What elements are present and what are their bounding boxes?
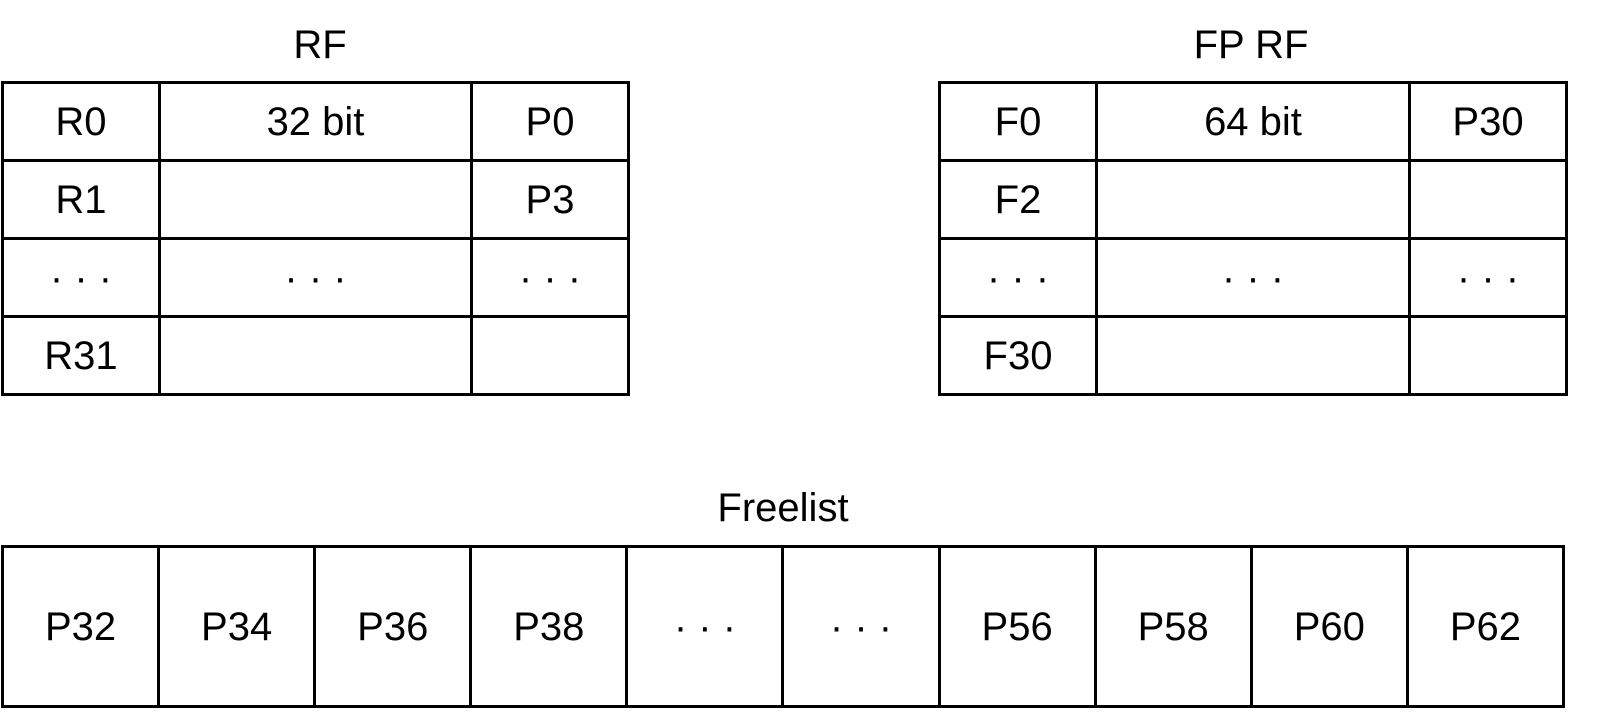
fp-rf-register-value (1095, 159, 1411, 240)
rf-physical-tag: · · · (470, 237, 630, 318)
freelist-entry: · · · (781, 545, 941, 708)
fp-rf-register-value: · · · (1095, 237, 1411, 318)
rf-register-value: 32 bit (158, 81, 473, 162)
freelist-entry: P34 (157, 545, 317, 708)
fp-rf-register-name: · · · (938, 237, 1098, 318)
fp-rf-register-name: F30 (938, 315, 1098, 396)
fp-rf-physical-tag (1408, 315, 1568, 396)
fp-rf-register-name: F0 (938, 81, 1098, 162)
freelist-table: P32 P34 P36 P38 · · · · · · P56 P58 P60 … (0, 545, 1566, 708)
rf-physical-tag: P3 (470, 159, 630, 240)
freelist-entry: P60 (1249, 545, 1409, 708)
freelist-entry: P32 (0, 545, 161, 708)
rf-register-name: R0 (1, 81, 161, 162)
fp-rf-table: F0 64 bit P30 F2 · · · · · · · · · F30 (938, 81, 1568, 396)
rf-register-value: · · · (158, 237, 473, 318)
rf-row: R0 32 bit P0 (1, 81, 630, 162)
fp-rf-register-value (1095, 315, 1411, 396)
rf-table: R0 32 bit P0 R1 P3 · · · · · · · · · R31 (1, 81, 630, 396)
rf-physical-tag: P0 (470, 81, 630, 162)
freelist-entry: P58 (1093, 545, 1253, 708)
fp-rf-caption: FP RF (1193, 23, 1309, 67)
rf-row: · · · · · · · · · (1, 237, 630, 318)
rf-register-name: · · · (1, 237, 161, 318)
rf-row: R1 P3 (1, 159, 630, 240)
freelist-entry: P38 (469, 545, 629, 708)
rf-register-name: R1 (1, 159, 161, 240)
freelist-entry: P62 (1405, 545, 1566, 708)
rf-physical-tag (470, 315, 630, 396)
fp-rf-physical-tag: · · · (1408, 237, 1568, 318)
fp-rf-row: F0 64 bit P30 (938, 81, 1568, 162)
freelist-caption: Freelist (717, 486, 849, 530)
freelist-row: P32 P34 P36 P38 · · · · · · P56 P58 P60 … (0, 545, 1566, 708)
rf-row: R31 (1, 315, 630, 396)
rf-caption: RF (293, 23, 347, 67)
rf-register-value (158, 159, 473, 240)
freelist-entry: · · · (625, 545, 785, 708)
rf-register-name: R31 (1, 315, 161, 396)
fp-rf-row: F30 (938, 315, 1568, 396)
fp-rf-row: · · · · · · · · · (938, 237, 1568, 318)
fp-rf-register-value: 64 bit (1095, 81, 1411, 162)
freelist-entry: P36 (313, 545, 473, 708)
fp-rf-register-name: F2 (938, 159, 1098, 240)
fp-rf-row: F2 (938, 159, 1568, 240)
fp-rf-physical-tag: P30 (1408, 81, 1568, 162)
freelist-entry: P56 (937, 545, 1097, 708)
fp-rf-physical-tag (1408, 159, 1568, 240)
rf-register-value (158, 315, 473, 396)
